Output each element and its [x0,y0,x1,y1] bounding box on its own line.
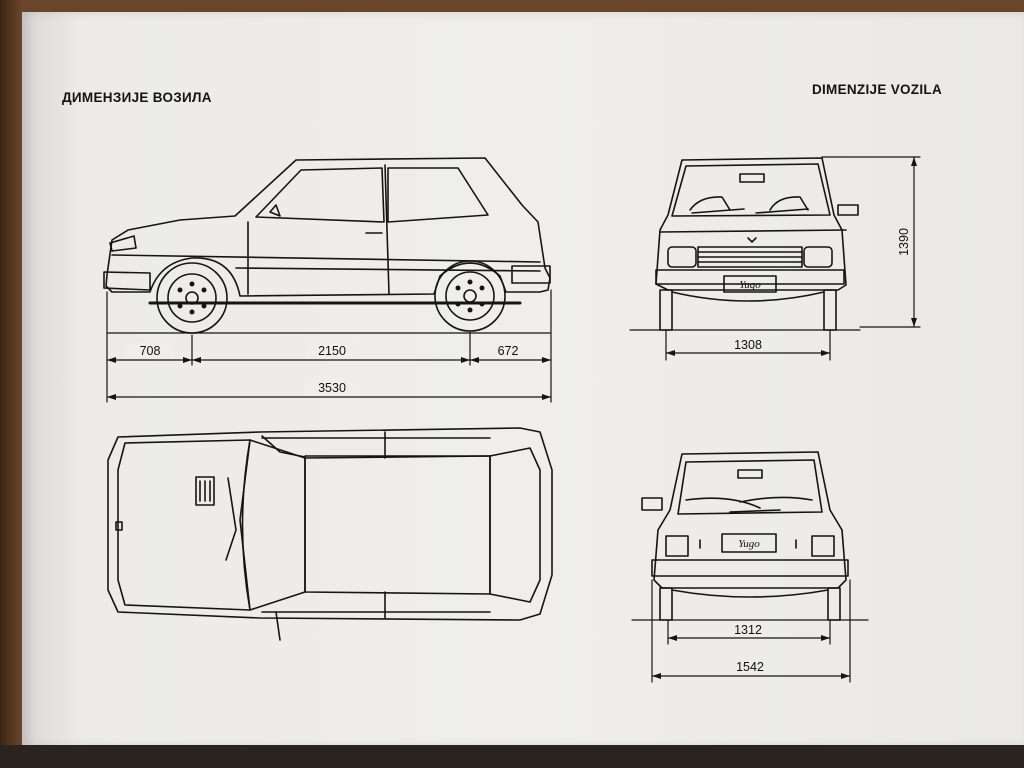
rear-dimension-lines [651,579,851,683]
label-wheelbase: 2150 [318,344,346,358]
rear-badge: Yugo [738,538,760,550]
heading-cyrillic: ДИМЕНЗИЈЕ ВОЗИЛА [62,90,212,105]
rear-view [631,451,869,621]
label-rear-overhang: 672 [498,344,519,358]
side-view [103,157,551,334]
arrowheads [107,157,917,679]
label-overall-width: 1542 [736,660,764,674]
label-front-overhang: 708 [140,344,161,358]
top-view [107,427,553,641]
label-rear-track: 1312 [734,623,762,637]
dimension-labels: 708 2150 672 3530 1390 1308 1312 1542 Yu… [126,228,911,674]
heading-latin: DIMENZIJE VOZILA [811,82,942,97]
table-edge [0,0,22,768]
side-view-hubcaps [177,279,485,315]
table-bottom [0,745,1024,768]
front-badge: Yugo [739,279,761,291]
label-overall-length: 3530 [318,381,346,395]
label-front-track: 1308 [734,338,762,352]
front-dimension-lines [665,156,921,361]
label-height: 1390 [897,228,911,256]
front-view [629,157,861,331]
manual-page [22,12,1024,747]
